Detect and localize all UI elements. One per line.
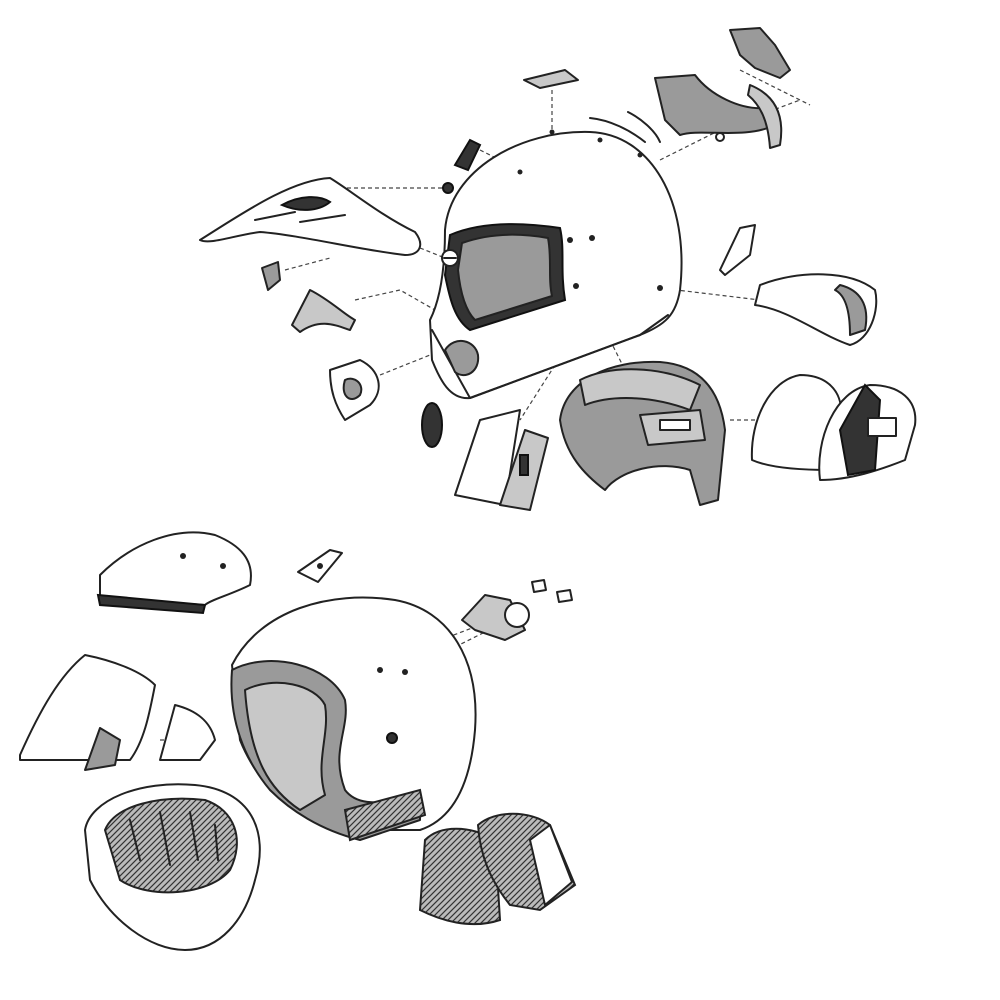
- crown-liner-ribs: [129, 811, 219, 866]
- shell-screws: [517, 129, 663, 291]
- face-shield: [19, 654, 156, 761]
- cheek-pad-tag: [867, 417, 897, 437]
- breath-guard: [454, 409, 521, 506]
- open-face-peak-edge: [96, 593, 207, 615]
- face-shield-clear-piece: [159, 704, 216, 761]
- shell-snap: [386, 732, 398, 744]
- open-face-helmet-group: [19, 531, 577, 951]
- open-face-peak: [99, 531, 252, 606]
- neck-roll-inner: [834, 284, 868, 336]
- peak-rivet: [180, 553, 186, 559]
- comfort-liner-top: [579, 368, 701, 411]
- chin-vent-insert-hole: [342, 377, 363, 400]
- liner-label-tag: [659, 419, 691, 431]
- lower-cheek-pad-right-facing: [529, 824, 573, 906]
- shell-screw: [377, 667, 383, 673]
- side-pivot-disc: [421, 402, 443, 448]
- cheek-pad-left: [750, 374, 842, 471]
- peak-visor-vent: [279, 196, 332, 211]
- crown-liner-center: [103, 797, 238, 894]
- shell-screw: [402, 669, 408, 675]
- vent-washer: [715, 132, 725, 142]
- visor-pivot-ring: [504, 602, 530, 628]
- chin-vent: [444, 340, 480, 377]
- peak-visor: [199, 177, 422, 256]
- breath-guard-slot: [519, 454, 529, 476]
- visor-mount-clip: [261, 261, 281, 291]
- top-exhaust-vent: [729, 27, 791, 79]
- side-vent-slider: [453, 138, 482, 172]
- pivot-screw-1: [531, 579, 547, 593]
- cheek-vent-clear: [719, 224, 756, 276]
- neck-trim: [343, 788, 427, 842]
- peak-visor-slots: [254, 211, 346, 223]
- pivot-screw-2: [556, 589, 573, 603]
- visor-screw: [441, 182, 459, 267]
- peak-rivet: [220, 563, 226, 569]
- vent-rail: [589, 111, 661, 143]
- motocross-helmet-group: [199, 27, 917, 511]
- open-face-liner-inner: [244, 681, 327, 811]
- rear-spoiler-fin: [747, 84, 783, 149]
- face-shield-tab: [84, 727, 121, 771]
- lower-cheek-pad-left: [418, 827, 502, 926]
- top-vent-cover: [523, 69, 579, 89]
- eye-port-liner: [457, 233, 553, 321]
- brow-pad: [291, 289, 356, 333]
- small-clip-hole: [317, 563, 323, 569]
